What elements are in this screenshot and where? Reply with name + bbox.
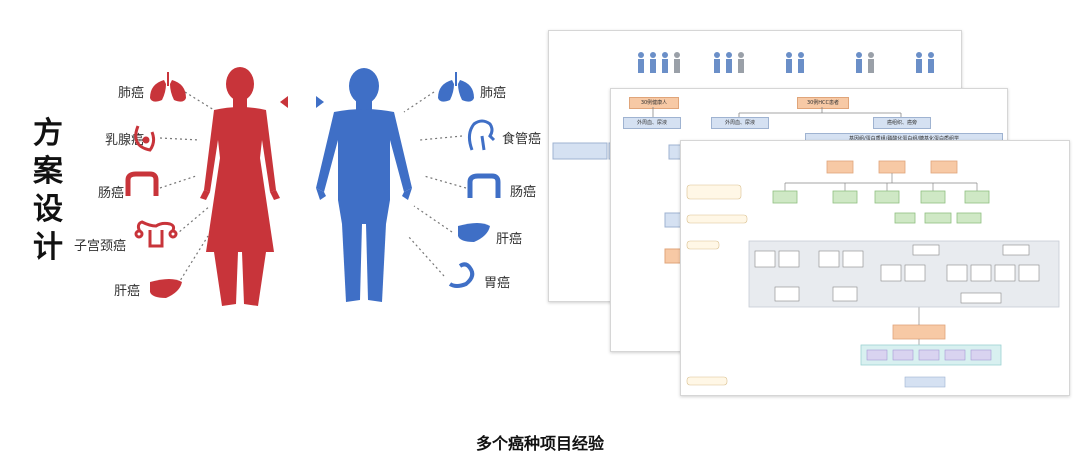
box-blood-2: 外周血、尿液 xyxy=(711,117,769,129)
male-label-colon: 肠癌 xyxy=(510,185,537,200)
male-label-liver: 肝癌 xyxy=(496,232,523,247)
lung-icon xyxy=(438,72,474,102)
box-healthy: 30例健康人 xyxy=(629,97,679,109)
uterus-icon xyxy=(134,220,178,248)
male-label-lung: 肺癌 xyxy=(480,86,507,101)
title-char: 计 xyxy=(33,230,63,265)
figure-caption: 多个癌种项目经验 xyxy=(475,434,604,453)
colon-icon xyxy=(125,171,159,196)
lung-icon xyxy=(150,72,186,102)
stomach-icon xyxy=(448,262,475,288)
liver-icon xyxy=(458,223,490,242)
body-organ-figure xyxy=(125,67,501,306)
title-char: 方 xyxy=(33,116,63,151)
slide-front-flowchart xyxy=(686,160,1060,388)
female-label-lung: 肺癌 xyxy=(117,86,144,101)
title-char: 设 xyxy=(33,192,63,227)
box-patients: 30例HCC患者 xyxy=(797,97,849,109)
vertical-title: 方 案 设 计 xyxy=(28,115,68,267)
female-label-colon: 肠癌 xyxy=(97,186,124,201)
box-tissue: 癌组织、癌旁 xyxy=(873,117,931,129)
female-label-liver: 肝癌 xyxy=(113,284,140,299)
colon-icon xyxy=(467,173,501,198)
slide-front xyxy=(680,140,1070,396)
male-body xyxy=(316,68,412,302)
box-blood-1: 外周血、尿液 xyxy=(623,117,681,129)
female-body xyxy=(200,67,280,306)
breast-icon xyxy=(134,125,156,152)
male-label-esophagus: 食管癌 xyxy=(502,132,542,147)
male-label-stomach: 胃癌 xyxy=(484,276,511,291)
left-arrow-icon xyxy=(280,96,288,108)
esophagus-icon xyxy=(467,119,496,151)
right-arrow-icon xyxy=(316,96,324,108)
liver-icon xyxy=(150,279,182,298)
title-char: 案 xyxy=(33,154,63,189)
female-label-cervical: 子宫颈癌 xyxy=(73,239,126,254)
